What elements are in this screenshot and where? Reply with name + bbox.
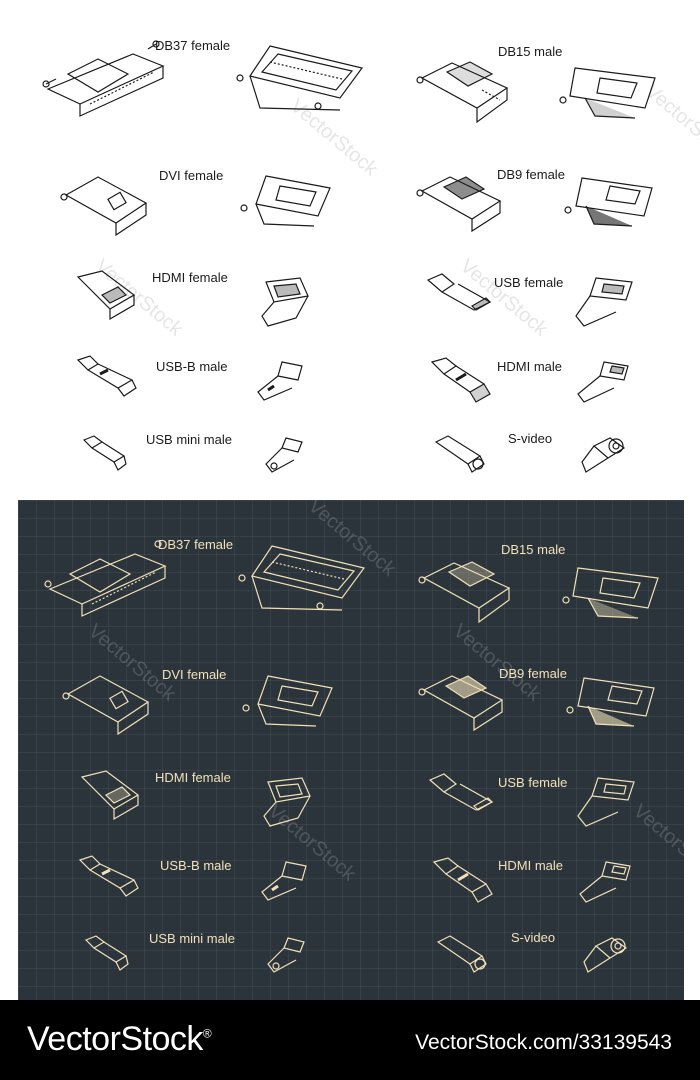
- label-usb-female: USB female: [498, 775, 568, 790]
- usb-b-male-connector-icon: [76, 355, 137, 397]
- footer-banner: VectorStock® VectorStock.com/33139543: [0, 1000, 700, 1080]
- label-dvi-female: DVI female: [159, 168, 224, 183]
- db15-male-connector-icon: [418, 561, 511, 624]
- s-video-connector-icon: [583, 937, 628, 973]
- label-db15-male: DB15 male: [498, 44, 563, 59]
- dvi-female-connector-icon: [242, 675, 333, 727]
- usb-mini-male-connector-icon: [84, 935, 129, 971]
- footer-logo-text: VectorStock: [27, 1020, 203, 1058]
- s-video-connector-icon: [434, 435, 485, 473]
- hdmi-female-connector-icon: [261, 277, 309, 327]
- db37-female-connector-icon: [238, 545, 366, 611]
- db15-male-connector-icon: [562, 567, 659, 619]
- hdmi-male-connector-icon: [579, 861, 631, 903]
- label-usb-female: USB female: [494, 275, 564, 290]
- db9-female-connector-icon: [418, 675, 504, 732]
- db37-female-connector-icon: [236, 45, 364, 111]
- dvi-female-connector-icon: [60, 176, 148, 237]
- label-hdmi-male: HDMI male: [497, 359, 563, 374]
- label-hdmi-female: HDMI female: [152, 270, 228, 285]
- dark-drawing-panel: DB37 female DB15 male DVI female DB9 fem…: [18, 495, 700, 1000]
- db37-female-connector-icon: [44, 540, 167, 617]
- label-db15-male: DB15 male: [501, 542, 566, 557]
- label-dvi-female: DVI female: [162, 667, 227, 682]
- usb-b-male-connector-icon: [261, 861, 307, 901]
- usb-b-male-connector-icon: [257, 361, 303, 401]
- label-hdmi-female: HDMI female: [155, 770, 231, 785]
- db9-female-connector-icon: [566, 677, 655, 727]
- label-usb-b-male: USB-B male: [160, 858, 232, 873]
- usb-mini-male-connector-icon: [265, 437, 303, 473]
- db15-male-connector-icon: [559, 67, 656, 119]
- label-db37-female: DB37 female: [158, 537, 234, 552]
- dvi-female-connector-icon: [240, 175, 331, 227]
- db37-female-connector-icon: [42, 40, 165, 117]
- usb-mini-male-connector-icon: [267, 937, 305, 973]
- label-usb-b-male: USB-B male: [156, 359, 228, 374]
- usb-female-connector-icon: [575, 277, 633, 327]
- usb-female-connector-icon: [426, 273, 492, 311]
- label-usb-mini-male: USB mini male: [146, 432, 232, 447]
- usb-female-connector-icon: [428, 773, 494, 811]
- registered-mark: ®: [202, 1026, 212, 1041]
- db15-male-connector-icon: [416, 61, 509, 124]
- label-s-video: S-video: [508, 431, 553, 446]
- label-db37-female: DB37 female: [155, 38, 231, 53]
- hdmi-male-connector-icon: [432, 857, 493, 903]
- usb-mini-male-connector-icon: [82, 435, 127, 471]
- usb-female-connector-icon: [577, 777, 635, 827]
- label-usb-mini-male: USB mini male: [149, 931, 235, 946]
- s-video-connector-icon: [581, 437, 626, 473]
- light-drawing-panel: DB37 female DB15 male DVI female DB9 fem…: [0, 0, 700, 500]
- label-db9-female: DB9 female: [497, 167, 565, 182]
- hdmi-female-connector-icon: [80, 770, 140, 821]
- hdmi-male-connector-icon: [430, 357, 491, 403]
- s-video-connector-icon: [436, 935, 487, 973]
- footer-logo: VectorStock®: [27, 1020, 212, 1059]
- hdmi-male-connector-icon: [577, 361, 629, 403]
- label-hdmi-male: HDMI male: [498, 858, 564, 873]
- usb-b-male-connector-icon: [78, 855, 139, 897]
- dvi-female-connector-icon: [62, 675, 150, 736]
- db9-female-connector-icon: [416, 176, 502, 233]
- db9-female-connector-icon: [564, 177, 653, 227]
- label-s-video: S-video: [511, 930, 556, 945]
- hdmi-female-connector-icon: [263, 777, 311, 827]
- hdmi-female-connector-icon: [76, 270, 136, 321]
- footer-url: VectorStock.com/33139543: [415, 1031, 672, 1054]
- label-db9-female: DB9 female: [499, 666, 567, 681]
